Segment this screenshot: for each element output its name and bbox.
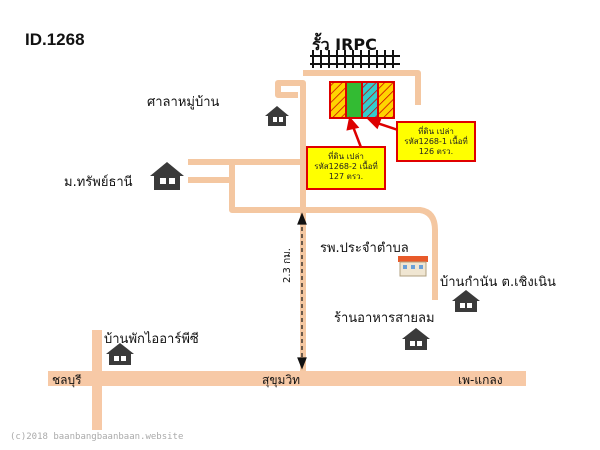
distance-label: 2.3 กม. bbox=[282, 248, 293, 283]
road-left-label: ชลบุรี bbox=[52, 373, 82, 387]
house-icon bbox=[402, 328, 430, 350]
fence-road bbox=[303, 70, 421, 105]
plot-info-box-1: ที่ดิน เปล่า รหัส1268-1 เนื้อที่ 126 ตรว… bbox=[396, 121, 476, 162]
restaurant-label: ร้านอาหารสายลม bbox=[334, 311, 435, 326]
road-main-label: สุขุมวิท bbox=[262, 373, 301, 387]
plot-green-1 bbox=[345, 81, 363, 119]
hospital-icon bbox=[398, 256, 428, 277]
plot1-line2: รหัส1268-1 เนื้อที่ bbox=[404, 137, 468, 146]
plot-hatch-2 bbox=[362, 82, 378, 118]
distance-arrow bbox=[297, 212, 307, 370]
house-icon bbox=[150, 162, 184, 190]
land-plots bbox=[329, 81, 395, 119]
copyright: (c)2018 baanbangbaanbaan.website bbox=[10, 432, 184, 442]
plot2-line1: ที่ดิน เปล่า bbox=[328, 152, 364, 161]
irpc-lodge-label: บ้านพักไออาร์พีซี bbox=[104, 332, 199, 347]
loop-road bbox=[229, 162, 438, 300]
village-hall-label: ศาลาหมู่บ้าน bbox=[147, 95, 220, 110]
plot-hatch-3 bbox=[378, 82, 394, 118]
fence-label: รั้ว IRPC bbox=[312, 35, 377, 54]
mubaan-label: ม.ทรัพย์ธานี bbox=[64, 175, 133, 190]
sukhumvit-road bbox=[48, 371, 526, 386]
kamnan-house-label: บ้านกำนัน ต.เชิงเนิน bbox=[440, 275, 556, 290]
house-icon bbox=[106, 343, 134, 365]
local-roads bbox=[188, 70, 438, 378]
house-icon bbox=[452, 290, 480, 312]
plot2-line3: 127 ตรว. bbox=[328, 172, 364, 181]
road-right-label: เพ-แกลง bbox=[458, 373, 503, 387]
plot1-line3: 126 ตรว. bbox=[418, 147, 454, 156]
hospital-label: รพ.ประจำตำบล bbox=[320, 241, 409, 256]
arrow-plot2-head bbox=[346, 116, 360, 131]
house-icons bbox=[106, 106, 480, 365]
plot1-line1: ที่ดิน เปล่า bbox=[418, 127, 454, 136]
plot-hatch-1 bbox=[330, 82, 346, 118]
irpc-fence bbox=[310, 50, 400, 68]
plot-arrows bbox=[346, 116, 399, 151]
plot-info-box-2: ที่ดิน เปล่า รหัส1268-2 เนื้อที่ 127 ตรว… bbox=[306, 146, 386, 190]
plot2-line2: รหัส1268-2 เนื้อที่ bbox=[314, 162, 378, 171]
access-road bbox=[275, 80, 306, 378]
listing-id: ID.1268 bbox=[25, 30, 85, 49]
house-icon bbox=[265, 106, 289, 126]
arrow-plot1-head bbox=[367, 117, 382, 130]
